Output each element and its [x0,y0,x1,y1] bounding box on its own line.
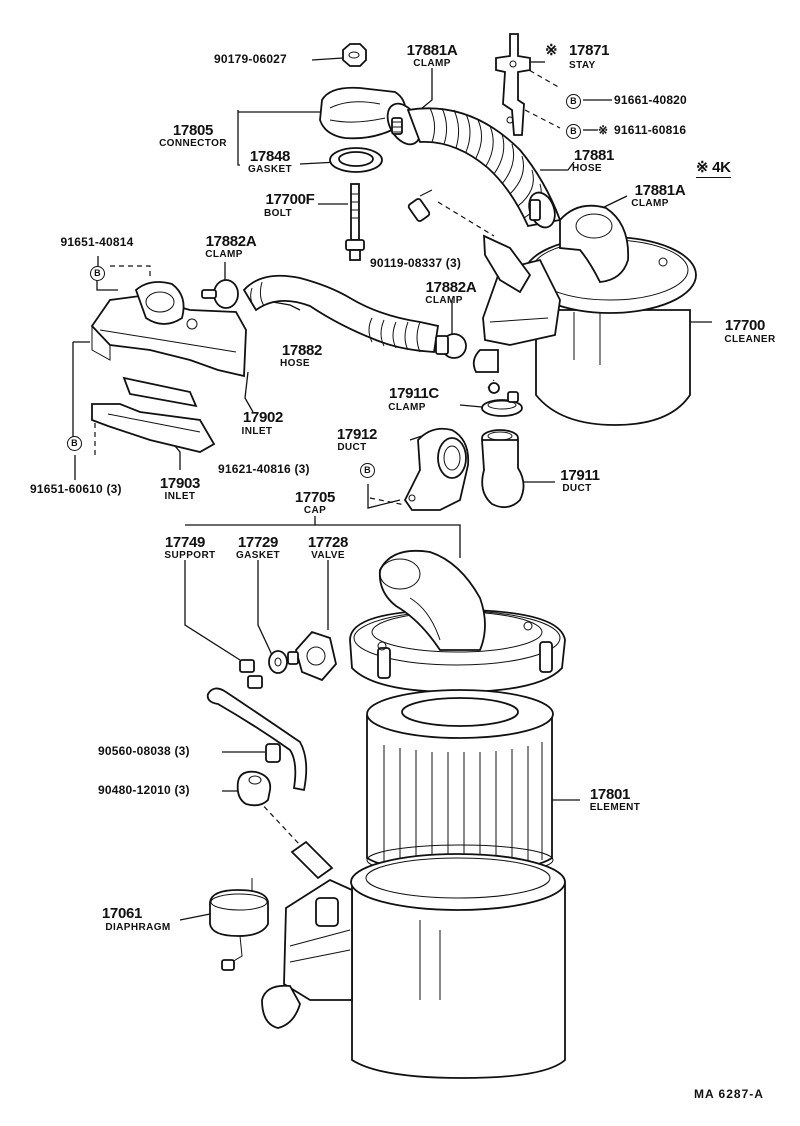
duct-17912 [403,427,470,511]
part-17903-name: INLET [164,491,196,502]
part-17805-name: CONNECTOR [159,138,227,149]
diaphragm-17061 [209,878,269,971]
cap-17705 [349,549,566,693]
bolt-90119 [407,189,433,222]
part-17911c-name: CLAMP [388,402,426,413]
part-91651-60610-number: 91651-60610 (3) [30,482,122,496]
part-17700-number: 17700 [724,317,766,334]
part-17729-name: GASKET [235,550,281,561]
part-17881-name: HOSE [572,163,602,174]
part-17882a-mid-name: CLAMP [425,295,463,306]
part-17881a-right-name: CLAMP [631,198,669,209]
part-17705-number: 17705 [294,489,336,506]
inlet-17903 [91,376,216,453]
part-17882-number: 17882 [281,342,323,359]
element-17801 [366,689,554,876]
part-17882a-mid-number: 17882A [425,279,477,296]
part-17911c-number: 17911C [389,385,439,402]
part-90119-number: 90119-08337 (3) [370,256,462,270]
vacuum-tube [206,687,308,792]
gasket-17729 [268,650,288,674]
part-17911-number: 17911 [560,467,600,484]
valve-17728 [287,630,337,682]
part-17881a-top-number: 17881A [406,42,458,59]
part-17871-name: STAY [569,60,596,71]
part-91651-40814-number: 91651-40814 [60,235,134,249]
part-91611-number: 91611-60816 [614,123,687,137]
cleaner-case [261,840,566,1079]
part-90560-number: 90560-08038 (3) [98,744,190,758]
part-17871-number: 17871 [569,42,610,59]
part-91621-mark: B [360,463,375,478]
part-17061-number: 17061 [101,905,143,922]
part-17882-name: HOSE [280,358,310,369]
gasket-17848 [329,147,383,173]
hose-17882 [242,274,440,353]
part-17700-name: CLEANER [724,334,776,345]
inlet-17902 [90,281,247,378]
part-17749-name: SUPPORT [164,550,216,561]
part-17881a-right-number: 17881A [634,182,686,199]
part-17700f-number: 17700F [265,191,315,208]
part-91611-prefix: ※ [598,123,609,137]
part-17848-number: 17848 [249,148,291,165]
bolt-17700f [345,183,365,261]
clamp-17882a-left [201,279,239,309]
part-17882a-left-number: 17882A [205,233,257,250]
support-17749 [239,659,263,689]
part-91661-number: 91661-40820 [614,93,687,107]
cleaner-17700 [472,204,697,426]
part-17728-name: VALVE [311,550,345,561]
clamp-17882a-mid [435,333,467,359]
grommet-90480 [236,770,272,807]
part-17848-name: GASKET [247,164,293,175]
part-17912-name: DUCT [337,442,367,453]
nut-90179 [342,43,367,67]
part-17749-number: 17749 [164,534,206,551]
part-17903-number: 17903 [159,475,201,492]
clamp-17881a-right [528,191,556,229]
clamp-17911c [481,382,523,417]
part-17902-name: INLET [241,426,273,437]
part-91611-mark: B [566,124,581,139]
part-17801-number: 17801 [589,786,631,803]
part-17882a-left-name: CLAMP [205,249,243,260]
duct-17911 [481,429,525,509]
part-17728-number: 17728 [307,534,349,551]
part-17912-number: 17912 [336,426,378,443]
part-17705-name: CAP [303,505,327,516]
part-90480-number: 90480-12010 (3) [98,783,190,797]
part-17911-name: DUCT [562,483,592,494]
part-17871-mark: ※ [545,42,558,59]
part-17881-number: 17881 [573,147,615,164]
part-91661-mark: B [566,94,581,109]
part-17902-number: 17902 [242,409,284,426]
part-90179-number: 90179-06027 [214,52,287,66]
stay-17871 [495,33,531,136]
part-4k-note: ※ 4K [696,159,731,178]
part-17805-number: 17805 [172,122,214,139]
clip-90560 [265,743,281,763]
part-91651-60610-mark: B [67,436,82,451]
part-17061-name: DIAPHRAGM [105,922,171,933]
part-17881a-top-name: CLAMP [413,58,451,69]
part-17801-name: ELEMENT [589,802,641,813]
part-91651-40814-mark: B [90,266,105,281]
part-17729-number: 17729 [237,534,279,551]
part-17700f-name: BOLT [263,208,293,219]
part-91621-number: 91621-40816 (3) [218,462,310,476]
diagram-code: MA 6287-A [694,1087,764,1101]
